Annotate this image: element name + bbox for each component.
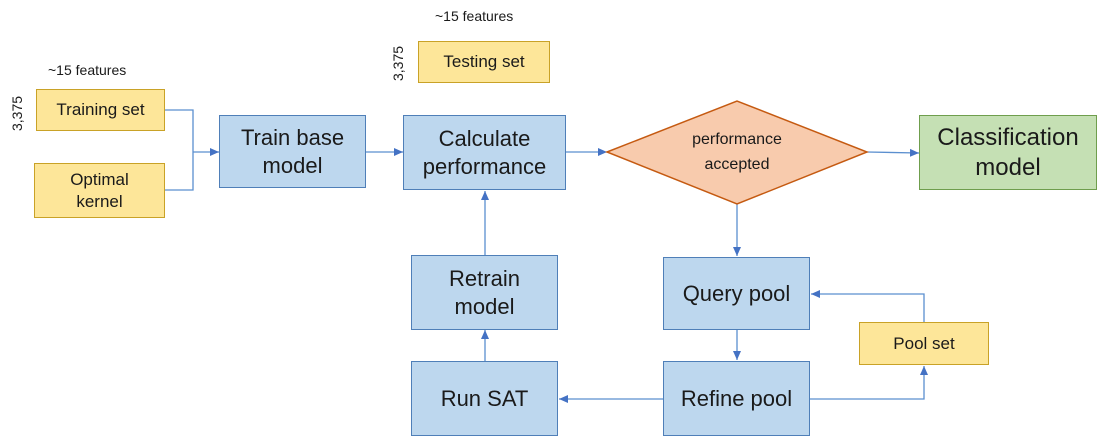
optimal-kernel-box: Optimal kernel: [34, 163, 165, 218]
training-set-box: Training set: [36, 89, 165, 131]
testing-set-box: Testing set: [418, 41, 550, 83]
connector-kernel-to-train: [165, 152, 194, 191]
training-features-label: ~15 features: [48, 62, 127, 78]
connector-refine-to-poolset: [810, 366, 928, 400]
retrain-model-box: Retrain model: [411, 255, 558, 330]
classification-model-box: Classification model: [919, 115, 1097, 190]
connector-decision-to-classification: [866, 148, 920, 157]
testing-features-label: ~15 features: [435, 8, 514, 24]
connector-poolset-to-query: [811, 290, 925, 322]
refine-pool-box: Refine pool: [663, 361, 810, 436]
query-pool-box: Query pool: [663, 257, 810, 330]
pool-set-box: Pool set: [859, 322, 989, 365]
performance-decision-diamond: [604, 100, 870, 205]
run-sat-box: Run SAT: [411, 361, 558, 436]
connector-training-to-train: [165, 109, 194, 152]
performance-accepted-text: performance accepted: [692, 131, 782, 173]
training-rows-label: 3,375: [9, 95, 25, 131]
train-base-model-box: Train base model: [219, 115, 366, 188]
testing-rows-label: 3,375: [390, 45, 406, 81]
calculate-performance-box: Calculate performance: [403, 115, 566, 190]
